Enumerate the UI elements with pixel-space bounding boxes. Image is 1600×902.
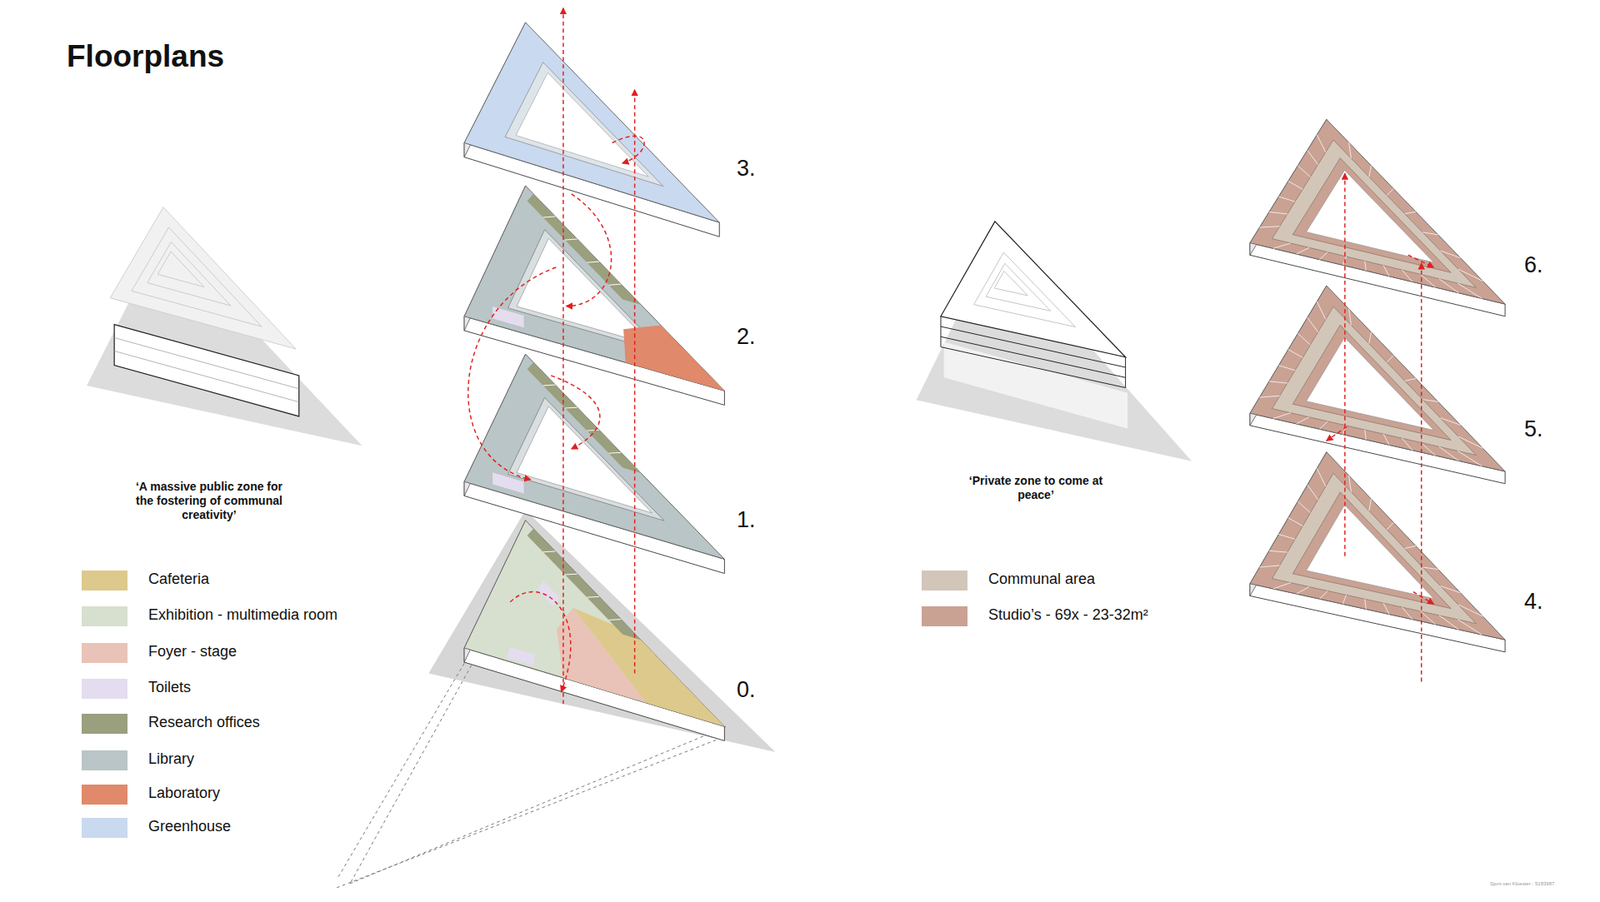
legend-swatch	[921, 606, 968, 627]
zone-quote: ‘A massive public zone for the fostering…	[130, 480, 289, 522]
legend-label: Greenhouse	[148, 818, 231, 837]
legend-label: Laboratory	[148, 785, 220, 804]
circulation-arrow	[468, 267, 557, 480]
circulation-arrow	[1413, 592, 1434, 605]
floor-area	[1250, 285, 1505, 472]
massing-line	[157, 251, 205, 288]
floor-area	[1292, 325, 1451, 440]
massing-line	[940, 347, 1126, 389]
massing-line	[131, 227, 262, 327]
courtyard	[1306, 337, 1435, 430]
floor-number: 3.	[736, 155, 756, 182]
circulation-arrow	[612, 135, 645, 164]
floor-plate	[1250, 452, 1505, 653]
floor-area	[527, 194, 641, 305]
massing-line	[147, 241, 231, 306]
site-outline	[350, 726, 727, 885]
title: Floorplans	[66, 38, 225, 75]
floor-area	[507, 647, 536, 667]
legend-swatch	[81, 750, 128, 771]
legend-swatch	[81, 570, 128, 591]
massing-line	[974, 252, 1076, 328]
circulation-arrow	[566, 194, 612, 307]
circulation-arrow	[550, 375, 600, 450]
floor-area	[623, 325, 725, 391]
zone-quote: ‘Private zone to come at peace’	[960, 474, 1111, 503]
circulation-arrow	[634, 90, 635, 675]
ground-shadow	[428, 510, 775, 753]
floor-plate	[1250, 119, 1505, 316]
floor-area	[1250, 452, 1505, 640]
circulation-arrow	[1408, 255, 1435, 268]
floor-area	[527, 529, 641, 641]
site-outline	[336, 737, 725, 889]
floor-area	[527, 362, 641, 474]
massing-line	[940, 336, 1126, 378]
floor-number: 0.	[736, 676, 756, 704]
courtyard	[1306, 170, 1435, 263]
circulation-arrow	[510, 592, 571, 693]
courtyard	[515, 72, 649, 177]
legend-swatch	[81, 679, 128, 700]
site-outline	[336, 663, 465, 880]
legend-label: Research offices	[148, 714, 260, 733]
floor-area	[573, 608, 725, 728]
massing-top	[110, 207, 296, 350]
floor-area	[508, 397, 665, 521]
massing-top	[940, 221, 1126, 358]
floor-area	[1250, 119, 1505, 305]
legend-label: Exhibition - multimedia room	[148, 606, 338, 625]
floor-number: 6.	[1524, 251, 1544, 279]
legend-label: Library	[148, 750, 195, 770]
legend-swatch	[81, 785, 128, 805]
circulation-arrow	[1344, 173, 1345, 556]
floor-area	[1272, 140, 1477, 288]
legend-label: Cafeteria	[148, 570, 210, 590]
circulation-arrow	[1420, 263, 1422, 682]
courtyard	[1306, 505, 1435, 600]
floor-area	[1292, 492, 1451, 610]
legend-swatch	[921, 570, 968, 591]
massing-line	[994, 270, 1028, 295]
ground-shadow	[86, 235, 363, 447]
legend-swatch	[81, 818, 128, 839]
floor-number: 2.	[736, 323, 756, 350]
massing-box	[114, 325, 300, 417]
floor-number: 5.	[1524, 415, 1544, 443]
watermark: Sjors van Kloester - 5183987	[1490, 881, 1555, 888]
circulation-arrow	[562, 8, 564, 705]
floor-number: 1.	[736, 506, 756, 534]
legend-label: Foyer - stage	[148, 643, 237, 662]
floor-area	[1292, 158, 1451, 273]
floor-plate	[1250, 285, 1505, 485]
legend-swatch	[81, 714, 128, 735]
legend-swatch	[81, 643, 128, 664]
site-outline	[350, 665, 472, 885]
legend-label: Toilets	[148, 679, 191, 698]
floor-area	[1272, 306, 1477, 455]
massing-line	[985, 263, 1051, 311]
floor-area	[464, 22, 720, 223]
massing-line	[114, 350, 300, 402]
circulation-arrow	[1326, 426, 1347, 441]
floor-plate	[464, 22, 720, 237]
legend-label: Communal area	[988, 570, 1095, 590]
legend-label: Studio’s - 69x - 23-32m²	[988, 606, 1149, 625]
floor-area	[1272, 473, 1477, 624]
legend-swatch	[81, 606, 128, 627]
floor-number: 4.	[1524, 588, 1544, 615]
ground-shadow	[916, 240, 1193, 462]
massing-box	[944, 341, 1128, 429]
massing-line	[940, 326, 1126, 368]
floor-area	[505, 62, 664, 187]
massing-line	[114, 338, 300, 390]
